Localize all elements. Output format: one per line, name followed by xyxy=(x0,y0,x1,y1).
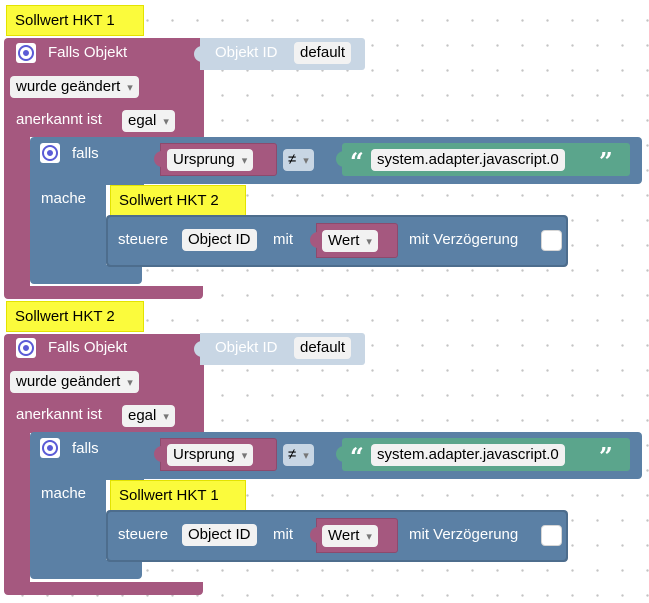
quote-close-icon: ” xyxy=(599,442,613,471)
ack-dropdown[interactable]: egal xyxy=(122,405,175,427)
gear-icon[interactable] xyxy=(16,338,36,358)
object-id-label: Objekt ID xyxy=(215,44,278,61)
event-block-footer xyxy=(4,582,203,595)
block-comment[interactable]: Sollwert HKT 1 xyxy=(6,5,144,36)
ack-label: anerkannt ist xyxy=(16,111,102,128)
origin-dropdown[interactable]: Ursprung xyxy=(167,149,254,171)
do-label: mache xyxy=(41,485,87,502)
event-block-spine xyxy=(4,137,30,289)
string-field[interactable]: system.adapter.javascript.0 xyxy=(371,149,565,171)
delay-label: mit Verzögerung xyxy=(409,231,519,248)
if-block-spine xyxy=(30,480,106,560)
delay-label: mit Verzögerung xyxy=(409,526,519,543)
if-block-footer xyxy=(30,265,142,284)
input-connector xyxy=(310,527,318,543)
quote-open-icon: “ xyxy=(350,442,364,471)
block-comment[interactable]: Sollwert HKT 2 xyxy=(6,301,144,332)
changed-dropdown[interactable]: wurde geändert xyxy=(10,76,139,98)
control-label: steuere xyxy=(118,526,169,543)
changed-dropdown[interactable]: wurde geändert xyxy=(10,371,139,393)
ack-label: anerkannt ist xyxy=(16,406,102,423)
if-block-footer xyxy=(30,560,142,579)
control-object-id-field[interactable]: Object ID xyxy=(182,524,257,546)
if-label: falls xyxy=(72,440,99,457)
string-field[interactable]: system.adapter.javascript.0 xyxy=(371,444,565,466)
gear-icon[interactable] xyxy=(16,43,36,63)
origin-dropdown[interactable]: Ursprung xyxy=(167,444,254,466)
gear-icon[interactable] xyxy=(40,143,60,163)
quote-close-icon: ” xyxy=(599,147,613,176)
event-label: Falls Objekt xyxy=(48,44,128,61)
if-block-spine xyxy=(30,185,106,265)
block-comment[interactable]: Sollwert HKT 2 xyxy=(110,185,246,216)
with-label: mit xyxy=(273,231,293,248)
event-block-footer xyxy=(4,286,203,299)
input-connector xyxy=(154,151,162,167)
input-connector xyxy=(194,341,202,357)
gear-icon[interactable] xyxy=(40,438,60,458)
control-object-id-field[interactable]: Object ID xyxy=(182,229,257,251)
with-label: mit xyxy=(273,526,293,543)
input-connector xyxy=(336,446,344,462)
operator-dropdown[interactable]: ≠ xyxy=(283,444,314,466)
event-block-spine xyxy=(4,433,30,584)
value-dropdown[interactable]: Wert xyxy=(322,525,378,547)
value-dropdown[interactable]: Wert xyxy=(322,230,378,252)
block-comment[interactable]: Sollwert HKT 1 xyxy=(110,480,246,511)
object-id-field[interactable]: default xyxy=(294,42,352,64)
operator-dropdown[interactable]: ≠ xyxy=(283,149,314,171)
input-connector xyxy=(336,151,344,167)
input-connector xyxy=(194,46,202,62)
ack-dropdown[interactable]: egal xyxy=(122,110,175,132)
quote-open-icon: “ xyxy=(350,147,364,176)
delay-checkbox[interactable] xyxy=(541,525,562,546)
event-label: Falls Objekt xyxy=(48,339,128,356)
object-id-label: Objekt ID xyxy=(215,339,278,356)
input-connector xyxy=(310,232,318,248)
control-label: steuere xyxy=(118,231,169,248)
delay-checkbox[interactable] xyxy=(541,230,562,251)
if-label: falls xyxy=(72,145,99,162)
object-id-field[interactable]: default xyxy=(294,337,352,359)
input-connector xyxy=(154,446,162,462)
do-label: mache xyxy=(41,190,87,207)
